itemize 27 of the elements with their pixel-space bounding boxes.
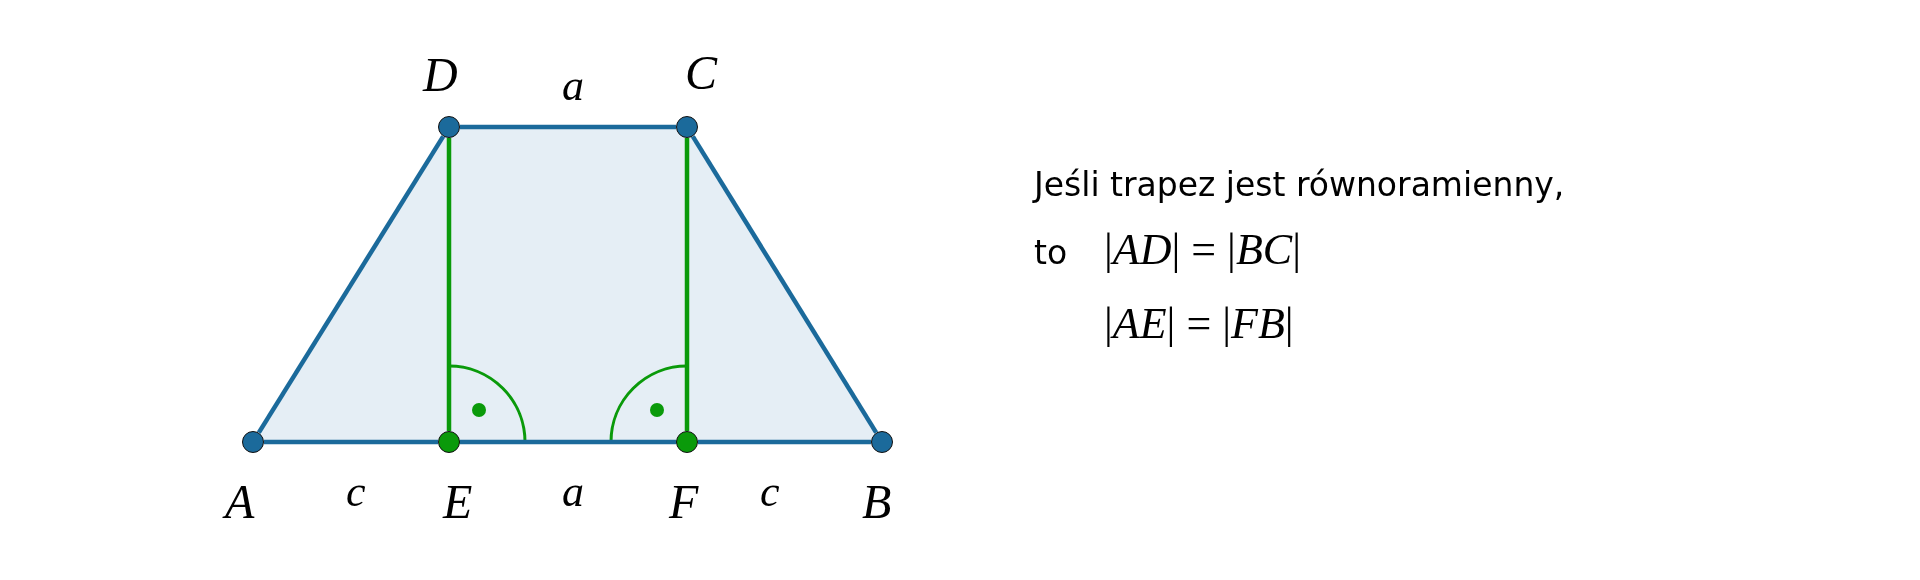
line-segment xyxy=(256,135,446,434)
line-segment xyxy=(460,124,676,130)
line-segment xyxy=(446,138,452,431)
line-segment xyxy=(698,439,871,445)
point-label: E xyxy=(443,478,473,526)
segment-label: a xyxy=(562,470,584,514)
point-label: D xyxy=(423,51,458,99)
point-label: B xyxy=(862,478,892,526)
point-marker xyxy=(438,116,460,138)
note-text: to xyxy=(1034,236,1068,269)
line-segment xyxy=(264,439,438,445)
point-label: F xyxy=(669,478,699,526)
point-marker xyxy=(676,431,698,453)
segment-label: c xyxy=(760,470,780,514)
segment-label: c xyxy=(346,470,366,514)
line-segment xyxy=(460,439,676,445)
point-label: C xyxy=(685,49,717,97)
line-segment xyxy=(690,135,879,434)
point-marker xyxy=(871,431,893,453)
line-segment xyxy=(684,138,690,431)
formula: |AD| = |BC| xyxy=(1104,228,1301,272)
point-marker xyxy=(438,431,460,453)
formula: |AE| = |FB| xyxy=(1104,302,1294,346)
point-marker xyxy=(242,431,264,453)
note-text: Jeśli trapez jest równoramienny, xyxy=(1034,168,1565,201)
point-marker xyxy=(676,116,698,138)
segment-label: a xyxy=(562,64,584,108)
